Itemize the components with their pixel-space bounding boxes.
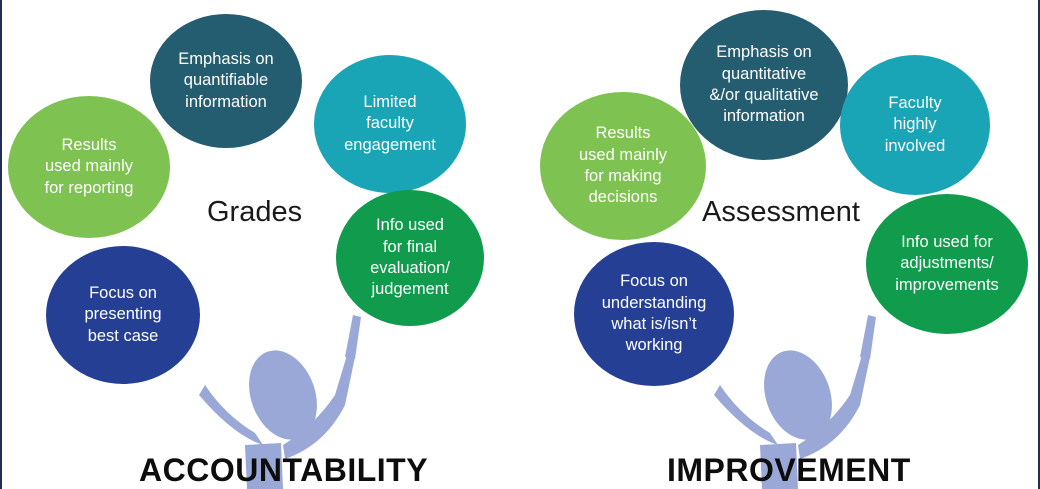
bubble-focus: Focus on presenting best case: [46, 246, 200, 384]
title-accountability: ACCOUNTABILITY: [139, 452, 429, 488]
thinking-figure: [714, 315, 876, 489]
left-border: [0, 0, 2, 489]
accountability-panel: Emphasis on quantifiable information Lim…: [8, 14, 484, 489]
bubble-emphasis: Emphasis on quantitative &/or qualitativ…: [680, 10, 848, 160]
bubble-focus: Focus on understanding what is/isn’t wor…: [574, 242, 734, 386]
bubble-faculty: Faculty highly involved: [840, 55, 990, 195]
improvement-panel: Emphasis on quantitative &/or qualitativ…: [520, 0, 1038, 489]
bubble-faculty: Limited faculty engagement: [314, 55, 466, 193]
thinking-figure: [199, 315, 361, 489]
bubble-results: Results used mainly for reporting: [8, 96, 170, 238]
center-word-grades: Grades: [207, 196, 303, 228]
bubble-info: Info used for adjustments/ improvements: [866, 194, 1028, 334]
bubble-results: Results used mainly for making decisions: [540, 92, 706, 240]
title-improvement: IMPROVEMENT: [667, 452, 911, 488]
bubble-emphasis: Emphasis on quantifiable information: [150, 14, 302, 148]
bubble-info: Info used for final evaluation/ judgemen…: [336, 190, 484, 326]
center-word-assessment: Assessment: [702, 196, 860, 228]
right-border: [1038, 0, 1040, 489]
